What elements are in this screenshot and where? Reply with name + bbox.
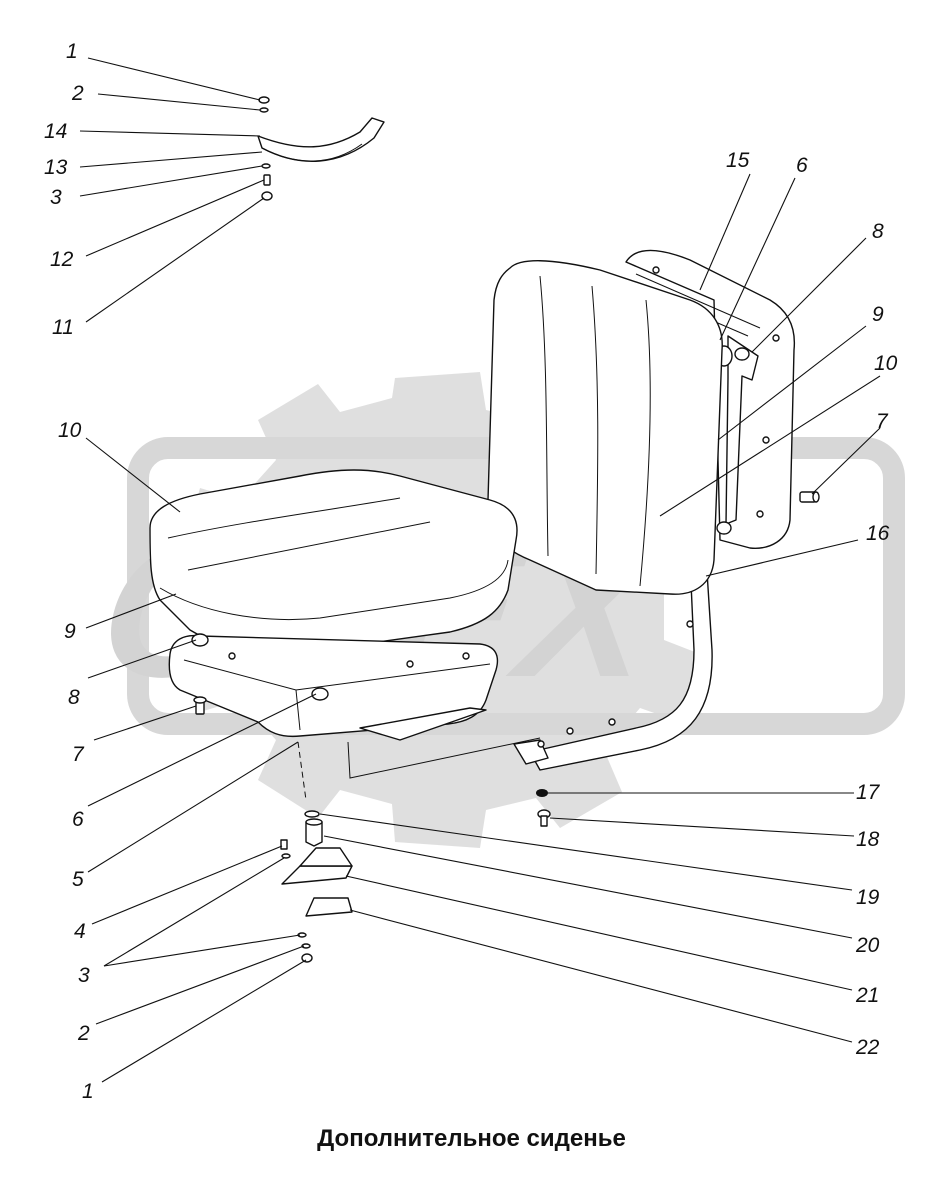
plate-22 <box>305 897 353 917</box>
washer-3-mid <box>281 853 291 859</box>
lower-bracket-stack <box>280 741 353 963</box>
callout-3-top: 3 <box>50 186 62 209</box>
callout-17: 17 <box>856 781 881 804</box>
callout-6-left: 6 <box>72 808 84 831</box>
callout-15: 15 <box>726 149 750 172</box>
bracket-21 <box>281 865 353 885</box>
washer-3-top <box>261 163 271 169</box>
slide-rail <box>359 707 487 741</box>
strap-assembly <box>257 96 385 201</box>
callout-16: 16 <box>866 522 890 545</box>
callout-10-left: 10 <box>58 419 82 442</box>
callout-21: 21 <box>855 984 879 1007</box>
callout-22: 22 <box>855 1036 880 1059</box>
callout-8-left: 8 <box>68 686 80 709</box>
callout-12: 12 <box>50 248 74 271</box>
nut-1-top <box>258 96 270 104</box>
callout-13: 13 <box>44 156 68 179</box>
backrest-cushion <box>487 260 723 595</box>
seat-base <box>168 633 541 779</box>
callout-7-left: 7 <box>72 743 85 766</box>
screw-7-right <box>799 491 820 503</box>
diagram-caption: Дополнительное сиденье <box>317 1125 626 1152</box>
callout-10-top: 10 <box>874 352 898 375</box>
callout-19: 19 <box>856 886 880 909</box>
callout-11: 11 <box>52 316 74 339</box>
bolt-12 <box>263 174 271 186</box>
callout-14: 14 <box>44 120 67 143</box>
callout-9-top: 9 <box>872 303 884 326</box>
ring-19 <box>304 810 320 818</box>
callout-7-top: 7 <box>876 410 889 433</box>
callout-8-top: 8 <box>872 220 884 243</box>
hinge-bracket <box>725 335 759 525</box>
callout-9-left: 9 <box>64 620 76 643</box>
callout-4: 4 <box>74 920 86 943</box>
callout-3-low: 3 <box>78 964 90 987</box>
callout-1-low: 1 <box>82 1080 94 1103</box>
fasteners-17-18 <box>536 789 551 827</box>
callout-2-low: 2 <box>77 1022 90 1045</box>
leader-lines <box>79 57 881 1083</box>
callout-1-top: 1 <box>66 40 78 63</box>
screw-18-shank <box>540 815 548 827</box>
callout-20: 20 <box>855 934 880 957</box>
backrest-back-15 <box>625 249 796 549</box>
seat-cushion <box>149 469 518 653</box>
washer-2-top <box>259 107 269 113</box>
callout-6-top: 6 <box>796 154 808 177</box>
hinge-nut-lower <box>716 521 732 535</box>
nut-11 <box>261 191 273 201</box>
screw-4 <box>280 839 288 850</box>
nut-1-low <box>301 953 313 963</box>
callout-5: 5 <box>72 868 84 891</box>
callout-labels: 1 2 14 13 3 12 11 15 6 8 9 10 7 16 10 9 … <box>44 40 898 1103</box>
strap-13 <box>261 143 363 162</box>
washer-2-low <box>301 943 311 949</box>
callout-2-top: 2 <box>71 82 84 105</box>
callout-18: 18 <box>856 828 880 851</box>
washer-17 <box>536 789 548 797</box>
screw-7-left <box>193 696 207 715</box>
hinge-nut-8 <box>734 347 750 361</box>
